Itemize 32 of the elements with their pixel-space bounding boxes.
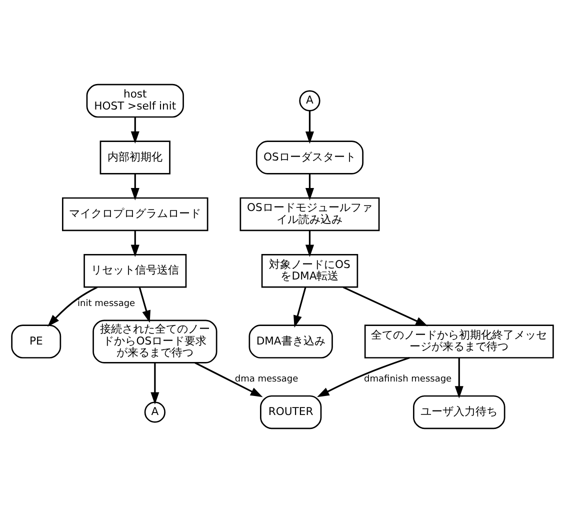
arrow <box>305 110 314 144</box>
node-box: マイクロプログラムロード <box>62 197 208 232</box>
node-box: host HOST >self init <box>86 84 184 118</box>
node-box: 対象ノードにOSをDMA転送 <box>261 254 358 288</box>
arrow <box>138 287 150 323</box>
node-circle: A <box>299 90 320 112</box>
node-box: ROUTER <box>260 395 322 430</box>
arrow <box>48 286 98 327</box>
arrow <box>454 358 464 398</box>
node-box: OSローダスタート <box>256 140 364 174</box>
edge-label: dmafinish message <box>364 374 452 385</box>
arrow <box>150 362 160 404</box>
arrow <box>194 362 263 398</box>
node-box: ユーザ入力待ち <box>413 395 506 430</box>
node-box: PE <box>11 324 62 358</box>
node-box: リセット信号送信 <box>84 254 187 288</box>
arrow <box>130 230 140 258</box>
node-box: 内部初期化 <box>100 140 170 174</box>
node-box: 接続された全てのノードからOSロード要求が来るまで待つ <box>92 320 218 364</box>
arrow <box>305 174 314 200</box>
node-box: 全てのノードから初期化終了メッセージが来るまで待つ <box>364 324 554 358</box>
arrow <box>130 174 140 200</box>
edge-label: dma message <box>234 374 298 385</box>
arrow <box>305 230 314 258</box>
arrow <box>130 117 140 144</box>
arrow <box>294 287 306 328</box>
node-box: DMA書き込み <box>248 324 333 358</box>
node-circle: A <box>144 402 166 423</box>
arrow <box>342 286 428 326</box>
arrow <box>316 357 410 398</box>
edge-label: init message <box>78 299 136 309</box>
node-box: OSロードモジュールファイル読み込み <box>240 197 380 232</box>
